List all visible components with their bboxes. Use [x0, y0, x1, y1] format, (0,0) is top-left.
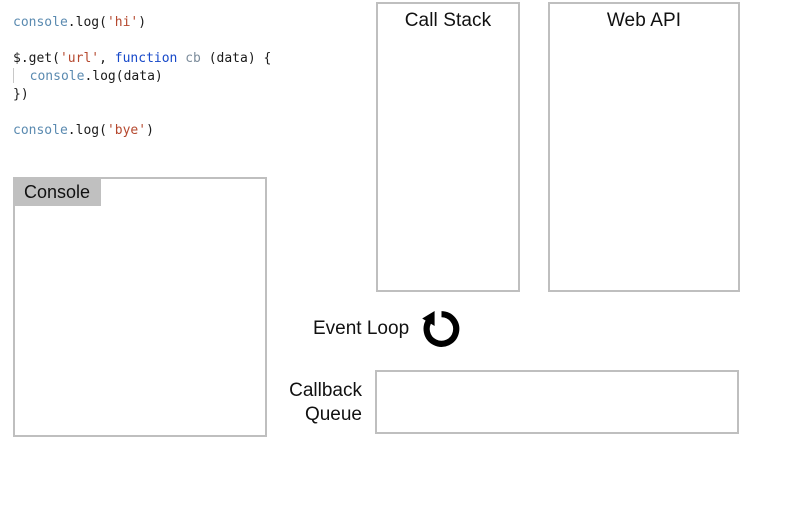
callback-queue-body [377, 372, 737, 432]
code-token: .log( [67, 15, 107, 30]
code-token: .log( [67, 123, 107, 138]
rotate-arrow-icon [422, 311, 460, 347]
code-line: }) [13, 86, 343, 104]
code-token: ) [138, 15, 147, 30]
call-stack-panel: Call Stack [376, 2, 520, 292]
event-loop-label: Event Loop [313, 318, 410, 339]
web-api-body [550, 38, 738, 290]
code-token: cb [185, 51, 201, 66]
web-api-panel: Web API [548, 2, 740, 292]
code-token: }) [13, 87, 29, 102]
code-token: (data) { [200, 51, 272, 66]
code-token: console [13, 15, 68, 30]
call-stack-title: Call Stack [404, 10, 492, 31]
indent-guide [13, 68, 14, 83]
code-line: console.log('bye') [13, 122, 343, 140]
call-stack-body [378, 38, 518, 290]
console-tab-label: Console [23, 181, 91, 202]
code-token: , [99, 51, 115, 66]
console-tab[interactable]: Console [13, 177, 101, 206]
callback-queue-label-line2: Queue [304, 404, 362, 425]
code-token: function [114, 51, 178, 66]
console-panel [13, 177, 267, 437]
code-token: console [14, 69, 85, 84]
call-stack-frames [382, 42, 514, 286]
web-api-title: Web API [606, 10, 682, 31]
code-line: $.get('url', function cb (data) { [13, 50, 343, 68]
code-token: 'hi' [106, 15, 139, 30]
code-token: $.get( [13, 51, 60, 66]
callback-queue-label-line1: Callback [289, 380, 362, 401]
callback-queue-items [381, 376, 733, 428]
event-loop-group: Event Loop [313, 305, 473, 353]
code-line: console.log('hi') [13, 14, 343, 32]
callback-queue-label: Callback Queue [270, 379, 362, 427]
code-token: 'url' [59, 51, 100, 66]
code-editor[interactable]: console.log('hi') $.get('url', function … [13, 14, 343, 140]
web-api-tasks [554, 42, 734, 286]
callback-queue-panel [375, 370, 739, 434]
code-token: .log(data) [84, 69, 163, 84]
code-line [13, 32, 343, 50]
code-line: console.log(data) [13, 68, 343, 86]
code-token: ) [146, 123, 154, 138]
code-token: console [13, 123, 68, 138]
code-token: 'bye' [106, 123, 147, 138]
code-line [13, 104, 343, 122]
